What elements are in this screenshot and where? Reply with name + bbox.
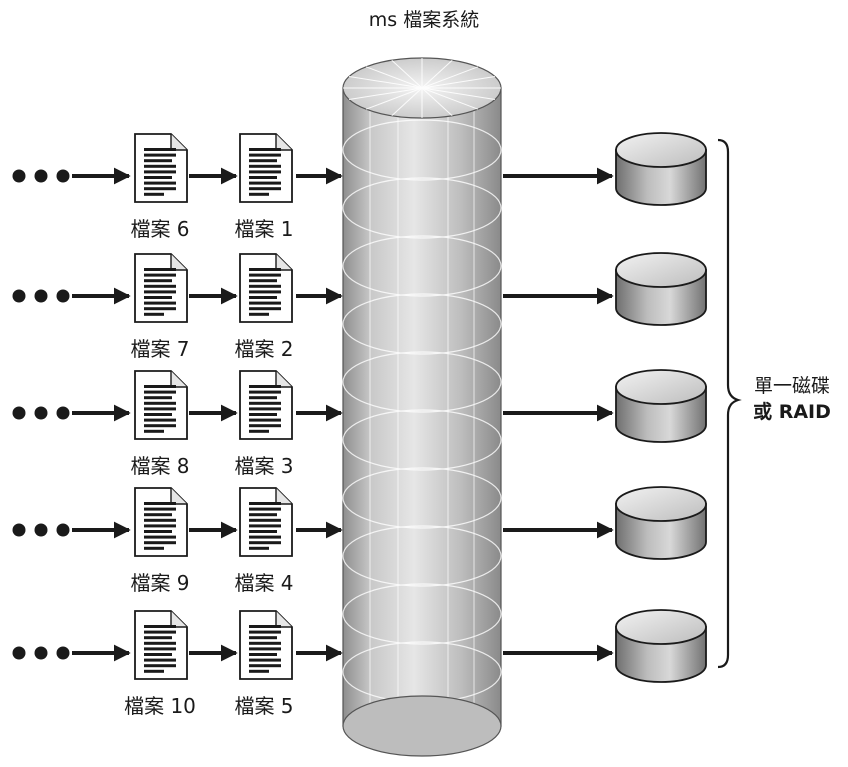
storage-label-line2: 或 RAID (753, 400, 831, 423)
ellipsis-dot (56, 646, 70, 660)
ellipsis-dot (34, 523, 48, 537)
ellipsis-dot (34, 289, 48, 303)
ellipsis-dot (56, 169, 70, 183)
document-icon (239, 370, 293, 440)
inner-file-label: 檔案 5 (234, 694, 293, 718)
ellipsis-dot (12, 646, 26, 660)
document-icon (239, 487, 293, 557)
document-icon (134, 133, 188, 203)
document-icon (239, 253, 293, 323)
ellipsis-dot (56, 406, 70, 420)
disk-icon (615, 609, 707, 683)
ellipsis-dot (12, 289, 26, 303)
storage-label-line1: 單一磁碟 (754, 375, 830, 397)
file-row: 檔案 10 檔案 5 (12, 610, 614, 718)
document-icon (134, 487, 188, 557)
file-row: 檔案 9 檔案 4 (12, 487, 614, 595)
outer-file-label: 檔案 9 (130, 571, 189, 595)
ellipsis-dot (12, 169, 26, 183)
inner-file-label: 檔案 1 (234, 217, 293, 241)
filesystem-cylinder (342, 57, 502, 757)
ellipsis-dot (12, 406, 26, 420)
inner-file-label: 檔案 3 (234, 454, 293, 478)
outer-file-label: 檔案 10 (124, 694, 196, 718)
outer-file-label: 檔案 7 (130, 337, 189, 361)
ellipsis-dot (34, 646, 48, 660)
diagram-title: ms 檔案系統 (369, 9, 479, 31)
document-icon (134, 253, 188, 323)
inner-file-label: 檔案 2 (234, 337, 293, 361)
ellipsis-dot (56, 523, 70, 537)
file-row: 檔案 8 檔案 3 (12, 370, 614, 478)
disk-icon (615, 252, 707, 326)
file-row: 檔案 7 檔案 2 (12, 253, 614, 361)
document-icon (239, 133, 293, 203)
document-icon (134, 370, 188, 440)
disk-icon (615, 132, 707, 206)
ellipsis-dot (12, 523, 26, 537)
disk-icon (615, 369, 707, 443)
outer-file-label: 檔案 6 (130, 217, 189, 241)
file-row: 檔案 6 檔案 1 (12, 133, 614, 241)
document-icon (134, 610, 188, 680)
document-icon (239, 610, 293, 680)
inner-file-label: 檔案 4 (234, 571, 293, 595)
storage-brace (717, 138, 742, 669)
ellipsis-dot (34, 406, 48, 420)
outer-file-label: 檔案 8 (130, 454, 189, 478)
disk-icon (615, 486, 707, 560)
ellipsis-dot (56, 289, 70, 303)
ellipsis-dot (34, 169, 48, 183)
